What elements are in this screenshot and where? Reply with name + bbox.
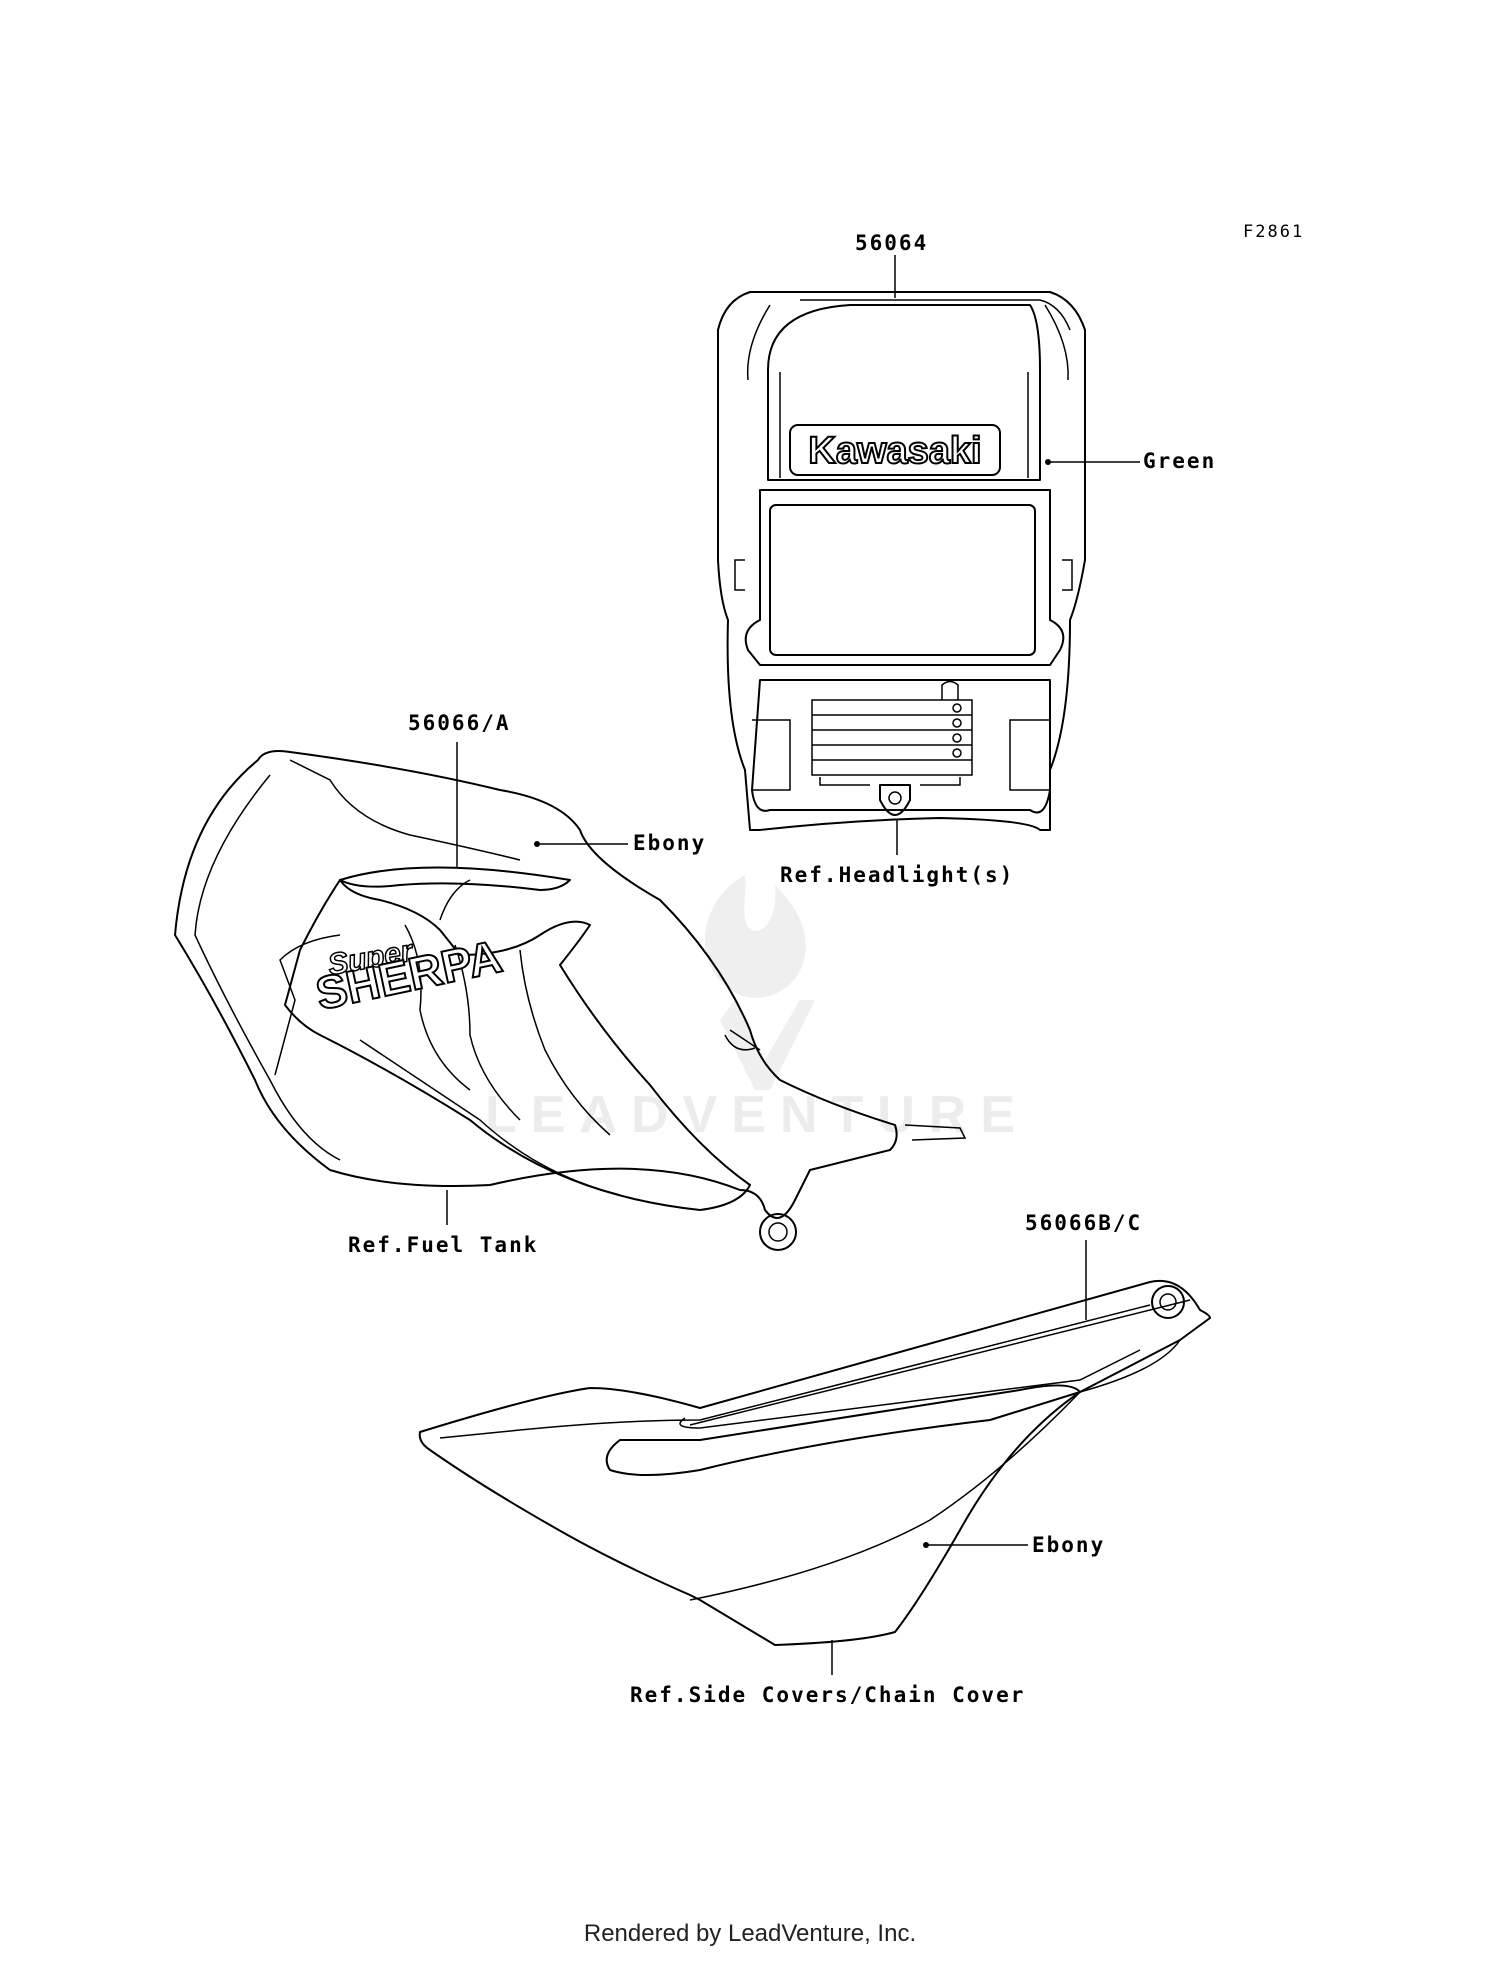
- side-cover-drawing: [418, 1279, 1211, 1646]
- callout-56064: 56064: [855, 231, 928, 255]
- color-label-ebony-side: Ebony: [1032, 1533, 1105, 1557]
- flame-logo-icon: [704, 875, 815, 1090]
- color-label-ebony-tank: Ebony: [633, 831, 706, 855]
- color-label-green: Green: [1143, 449, 1216, 473]
- callout-56066-a: 56066/A: [408, 711, 511, 735]
- footer-credit: Rendered by LeadVenture, Inc.: [583, 1920, 917, 1947]
- ref-headlight: Ref.Headlight(s): [780, 863, 1014, 887]
- watermark-text: LEADVENTURE: [485, 1086, 1029, 1144]
- ref-fuel-tank: Ref.Fuel Tank: [348, 1233, 538, 1257]
- callout-56066-bc: 56066B/C: [1025, 1211, 1142, 1235]
- figure-id: F2861: [1243, 222, 1304, 242]
- headlight-cover-drawing: Kawasaki: [717, 291, 1086, 831]
- fuel-tank-drawing: Super SHERPA: [174, 750, 967, 1251]
- watermark: LEADVENTURE: [485, 875, 1029, 1144]
- ref-side-covers: Ref.Side Covers/Chain Cover: [630, 1683, 1025, 1707]
- kawasaki-logo-text: Kawasaki: [808, 430, 981, 472]
